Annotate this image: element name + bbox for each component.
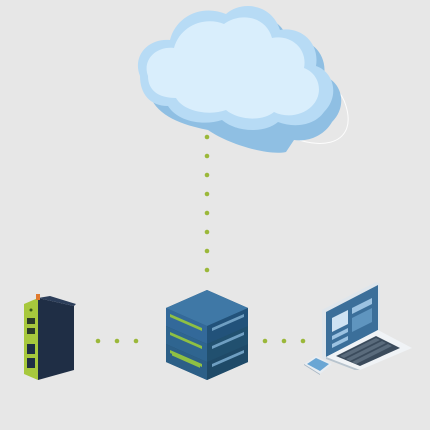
iot-gateway-device-icon <box>24 294 76 380</box>
cloud-icon <box>137 6 349 153</box>
connector-cloud-server <box>204 134 210 273</box>
smartphone-icon <box>304 356 332 375</box>
connector-gateway-server <box>95 338 139 344</box>
connector-server-laptop <box>262 338 306 344</box>
server-stack-icon <box>166 290 248 380</box>
laptop-icon <box>322 282 412 370</box>
